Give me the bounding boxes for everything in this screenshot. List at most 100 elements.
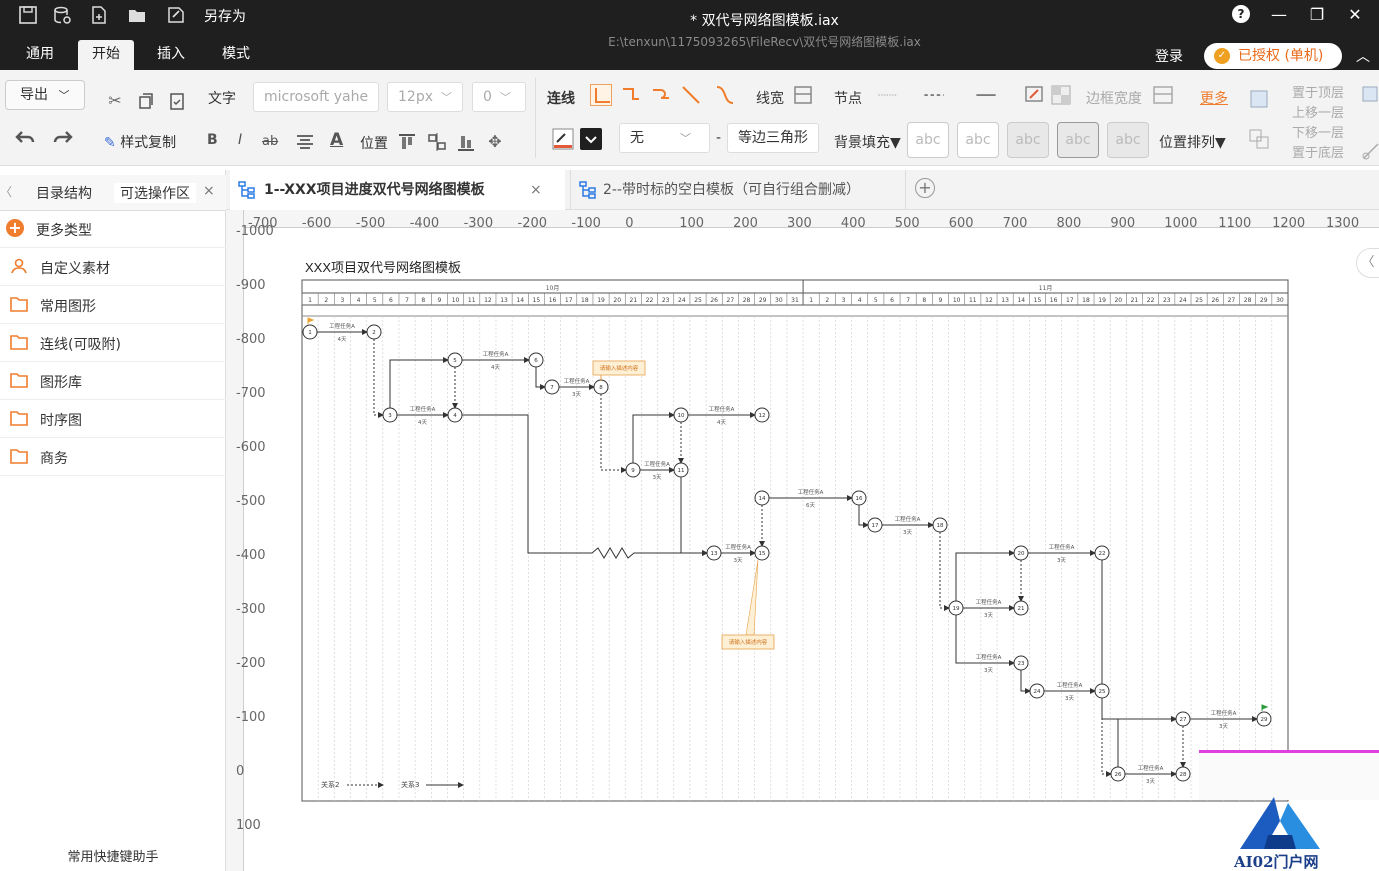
close-icon[interactable]: × xyxy=(203,183,215,199)
list-item-connectors[interactable]: 连线(可吸附) xyxy=(0,324,226,362)
style-preset-1[interactable]: abc xyxy=(907,122,949,158)
redo-icon[interactable] xyxy=(52,126,74,148)
day-label: 19 xyxy=(597,297,605,304)
list-item-more-types[interactable]: + 更多类型 xyxy=(0,210,226,248)
background-fill-dropdown[interactable]: 背景填充▼ xyxy=(834,135,901,151)
new-file-icon[interactable] xyxy=(89,5,109,25)
dotted-line-icon[interactable] xyxy=(872,84,904,106)
add-tab-button[interactable]: + xyxy=(915,178,935,198)
fill-color-icon[interactable] xyxy=(552,128,574,150)
cut-icon[interactable]: ✂ xyxy=(108,91,122,110)
solid-line-icon[interactable] xyxy=(970,84,1002,106)
font-size-select[interactable]: 12px﹀ xyxy=(387,82,463,112)
minimize-button[interactable]: — xyxy=(1271,5,1287,24)
close-icon[interactable]: × xyxy=(530,182,542,198)
tab-document-1[interactable]: 1--XXX项目进度双代号网络图模板 × xyxy=(230,170,565,210)
list-item-label: 商务 xyxy=(40,451,68,467)
line-width-icon[interactable] xyxy=(792,84,814,106)
style-preset-2[interactable]: abc xyxy=(957,122,999,158)
style-preset-4[interactable]: abc xyxy=(1057,122,1099,158)
list-item-common-shapes[interactable]: 常用图形 xyxy=(0,286,226,324)
tab-operation-area[interactable]: 可选操作区 xyxy=(114,183,196,203)
tab-insert[interactable]: 插入 xyxy=(157,46,185,62)
undo-icon[interactable] xyxy=(14,126,36,148)
login-button[interactable]: 登录 xyxy=(1155,49,1183,65)
layer-icon[interactable] xyxy=(1360,84,1379,106)
open-folder-icon[interactable] xyxy=(127,5,147,25)
activity-duration: 6天 xyxy=(806,502,815,509)
user-icon xyxy=(11,258,27,274)
restore-button[interactable]: ❐ xyxy=(1309,5,1325,24)
ruler-tick-label: 700 xyxy=(1002,216,1028,231)
align-center-icon[interactable] xyxy=(294,131,316,153)
ruler-tick-label: 100 xyxy=(236,818,261,833)
strikethrough-button[interactable]: ab xyxy=(262,134,279,149)
save-as-icon[interactable] xyxy=(166,5,186,25)
list-item-sequence-diagram[interactable]: 时序图 xyxy=(0,400,226,438)
elbow-connector-icon[interactable] xyxy=(590,84,612,106)
list-item-custom-material[interactable]: 自定义素材 xyxy=(0,248,226,286)
style-preset-5[interactable]: abc xyxy=(1107,122,1149,158)
color-dropdown-icon[interactable] xyxy=(580,128,602,150)
align-top-icon[interactable] xyxy=(396,131,418,153)
help-icon[interactable]: ? xyxy=(1232,5,1250,23)
font-color-button[interactable]: A xyxy=(330,130,344,150)
list-item-shape-library[interactable]: 图形库 xyxy=(0,362,226,400)
move-icon[interactable]: ✥ xyxy=(488,132,502,151)
fill-type-select[interactable]: 无﹀ xyxy=(619,123,710,153)
straight-connector-icon[interactable] xyxy=(680,84,702,106)
activity-arrow xyxy=(389,357,449,408)
ungroup-icon[interactable] xyxy=(1248,128,1270,150)
ruler-tick-label: -300 xyxy=(236,602,266,617)
tab-directory[interactable]: 目录结构 xyxy=(36,186,92,202)
italic-button[interactable]: I xyxy=(238,132,243,148)
copy-icon[interactable] xyxy=(134,90,156,112)
save-as-button[interactable]: 另存为 xyxy=(204,9,246,25)
paste-icon[interactable] xyxy=(166,90,188,112)
arrow-style-select[interactable]: 等边三角形 xyxy=(727,123,819,153)
minimap[interactable] xyxy=(1199,750,1379,800)
send-to-back-button[interactable]: 置于底层 xyxy=(1292,146,1345,161)
border-color-icon[interactable] xyxy=(1024,84,1046,106)
dashed-line-icon[interactable] xyxy=(918,84,950,106)
curve-step-connector-icon[interactable] xyxy=(650,84,672,106)
bring-to-front-button[interactable]: 置于顶层 xyxy=(1292,86,1345,101)
close-button[interactable]: ✕ xyxy=(1348,5,1362,24)
dash-separator: - xyxy=(716,130,722,146)
save-icon[interactable] xyxy=(18,5,38,25)
tab-general[interactable]: 通用 xyxy=(26,46,54,62)
activity-duration: 3天 xyxy=(572,391,581,398)
chevron-left-icon[interactable]: 〈 xyxy=(0,185,13,199)
align-bottom-icon[interactable] xyxy=(455,131,477,153)
link-icon[interactable] xyxy=(1360,140,1379,162)
more-button[interactable]: 更多 xyxy=(1200,91,1228,107)
position-label[interactable]: 位置 xyxy=(360,136,388,152)
font-family-select[interactable]: microsoft yahe xyxy=(253,82,379,112)
send-backward-button[interactable]: 下移一层 xyxy=(1292,126,1345,141)
tab-mode[interactable]: 模式 xyxy=(222,46,250,62)
border-width-icon[interactable] xyxy=(1152,84,1174,106)
chevron-left-icon[interactable]: 〈 xyxy=(1356,248,1379,278)
arrange-dropdown[interactable]: 位置排列▼ xyxy=(1159,135,1226,151)
tab-start[interactable]: 开始 xyxy=(78,40,134,70)
shortcut-helper-link[interactable]: 常用快捷键助手 xyxy=(67,850,159,865)
bold-button[interactable]: B xyxy=(207,132,218,148)
transparency-icon[interactable] xyxy=(1050,84,1072,106)
format-painter-button[interactable]: ✎ 样式复制 xyxy=(104,132,176,152)
tab-document-2[interactable]: 2--带时标的空白模板（可自行组合删减） xyxy=(570,170,906,210)
license-badge[interactable]: ✓ 已授权 (单机) xyxy=(1204,43,1342,69)
list-item-business[interactable]: 商务 xyxy=(0,438,226,476)
distribute-icon[interactable] xyxy=(426,131,448,153)
style-preset-3[interactable]: abc xyxy=(1007,122,1049,158)
bring-forward-button[interactable]: 上移一层 xyxy=(1292,106,1345,121)
database-icon[interactable] xyxy=(52,5,72,25)
letter-spacing-select[interactable]: 0﹀ xyxy=(472,82,526,112)
event-node-number: 11 xyxy=(678,468,685,474)
curve-connector-icon[interactable] xyxy=(714,84,736,106)
step-connector-icon[interactable] xyxy=(620,84,642,106)
chevron-up-icon[interactable]: ︿ xyxy=(1356,49,1370,65)
group-icon[interactable] xyxy=(1248,88,1270,110)
export-button[interactable]: 导出 ﹀ xyxy=(5,80,85,110)
